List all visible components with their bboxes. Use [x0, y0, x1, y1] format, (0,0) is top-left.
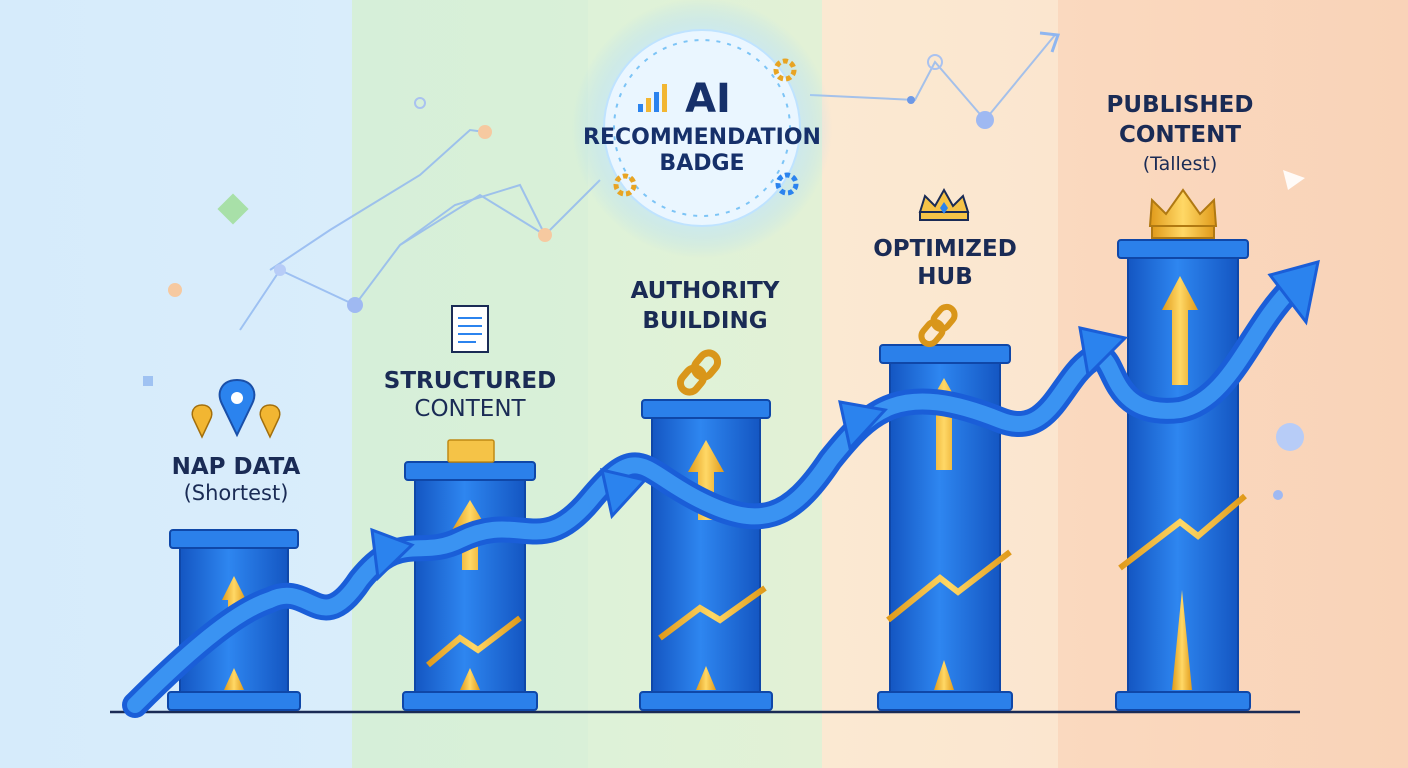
step-5-name-line2: CONTENT — [1119, 122, 1241, 148]
step-1-name: NAP DATA — [172, 454, 301, 480]
location-pin-icon — [191, 378, 281, 439]
gear-icon-blue — [775, 172, 799, 196]
gear-icon — [613, 58, 797, 197]
step-2-name-line2: CONTENT — [414, 396, 526, 422]
step-2-name-line1: STRUCTURED — [384, 368, 556, 394]
pillar-authority-building — [639, 399, 773, 711]
badge-title-badge: BADGE — [659, 151, 744, 176]
crown-icon-large — [1148, 188, 1218, 239]
pillar-nap-data — [167, 529, 301, 711]
step-3-name-line1: AUTHORITY — [631, 278, 780, 304]
arrow-head — [1267, 259, 1320, 326]
step-4-name-line1: OPTIMIZED — [873, 236, 1017, 262]
chain-link-icon — [676, 349, 722, 396]
crown-icon — [918, 187, 970, 221]
step-3-name-line2: BUILDING — [642, 308, 767, 334]
step-5-name-line1: PUBLISHED — [1107, 92, 1254, 118]
chain-link-icon-2 — [918, 303, 958, 348]
step-5-sub: (Tallest) — [1143, 153, 1218, 175]
document-icon — [451, 305, 489, 353]
pillar-published-content — [1115, 239, 1251, 711]
bar-chart-icon — [638, 84, 667, 112]
up-arrow-icon — [688, 440, 724, 520]
up-arrow-icon — [1162, 276, 1198, 385]
step-4-name-line2: HUB — [917, 264, 972, 290]
step-1-sub: (Shortest) — [184, 481, 289, 505]
badge-title-ai: AI — [685, 76, 731, 122]
growth-arrow — [122, 259, 1320, 718]
pillar-structured-content — [402, 439, 538, 711]
folder-icon — [447, 439, 495, 463]
network-nodes — [143, 31, 1305, 500]
ai-recommendation-badge: AI RECOMMENDATION BADGE — [572, 0, 832, 258]
badge-title-recommendation: RECOMMENDATION — [583, 125, 821, 150]
